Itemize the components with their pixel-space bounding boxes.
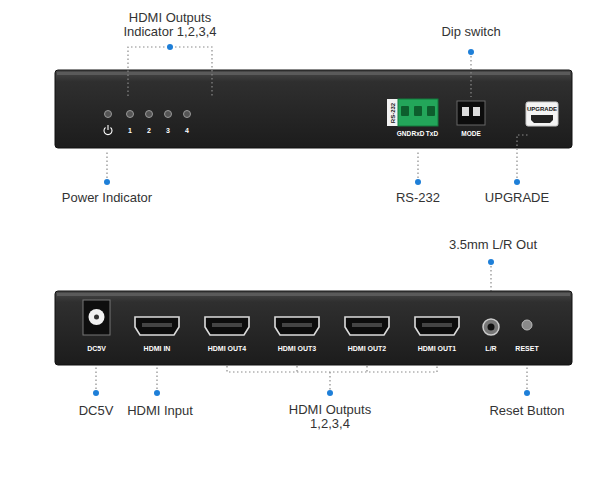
dc-pin <box>94 315 99 320</box>
led-number: 1 <box>128 127 132 135</box>
terminal-screws <box>401 106 435 116</box>
led-indicators <box>105 111 191 118</box>
dip-switch <box>457 101 485 125</box>
callout-label: Reset Button <box>489 404 564 418</box>
usb-socket <box>531 115 553 123</box>
port-label: L/R <box>485 345 496 353</box>
callout-label: HDMI Outputs Indicator 1,2,3,4 <box>115 11 225 40</box>
callout-label: HDMI Input <box>127 404 193 418</box>
audio-jack <box>483 319 499 335</box>
port-label: RS-232 <box>389 102 396 122</box>
callout-label: DC5V <box>79 404 114 418</box>
hdmi-tongues <box>142 323 452 327</box>
pin-name: TxD <box>426 130 438 137</box>
led-number: 2 <box>147 127 151 135</box>
dc-jack <box>83 300 110 335</box>
callout-label: Power Indicator <box>62 191 152 205</box>
dip-lever <box>462 107 469 116</box>
panel-edge <box>57 72 570 75</box>
port-label: HDMI OUT1 <box>418 345 457 353</box>
upgrade-port <box>526 102 558 126</box>
led-number: 3 <box>166 127 170 135</box>
port-label: HDMI OUT2 <box>348 345 387 353</box>
pin-name: RxD <box>411 130 424 137</box>
pin-name: GND <box>397 130 411 137</box>
callout-label: Dip switch <box>441 25 500 39</box>
rs232-terminal <box>398 99 438 126</box>
back-panel <box>55 291 572 365</box>
reset-button <box>522 320 532 330</box>
panel-edge <box>57 293 570 296</box>
port-label: RESET <box>515 345 538 353</box>
port-label: HDMI IN <box>144 345 171 353</box>
port-label: MODE <box>461 130 481 137</box>
dip-lever <box>473 107 480 116</box>
port-label: DC5V <box>87 345 106 353</box>
dc-socket <box>89 309 105 325</box>
port-label: UPGRADE <box>527 106 557 113</box>
callout-label: RS-232 <box>396 191 440 205</box>
power-icon <box>104 125 112 135</box>
audio-hole <box>488 324 495 331</box>
port-label: HDMI OUT3 <box>278 345 317 353</box>
port-label: HDMI OUT4 <box>208 345 247 353</box>
front-panel <box>55 70 572 148</box>
callout-label: UPGRADE <box>485 191 549 205</box>
callout-label: 3.5mm L/R Out <box>449 238 537 252</box>
hdmi-ports <box>135 317 459 335</box>
led-number: 4 <box>185 127 189 135</box>
callout-label: HDMI Outputs 1,2,3,4 <box>280 403 380 432</box>
terminal-tag <box>387 99 398 126</box>
